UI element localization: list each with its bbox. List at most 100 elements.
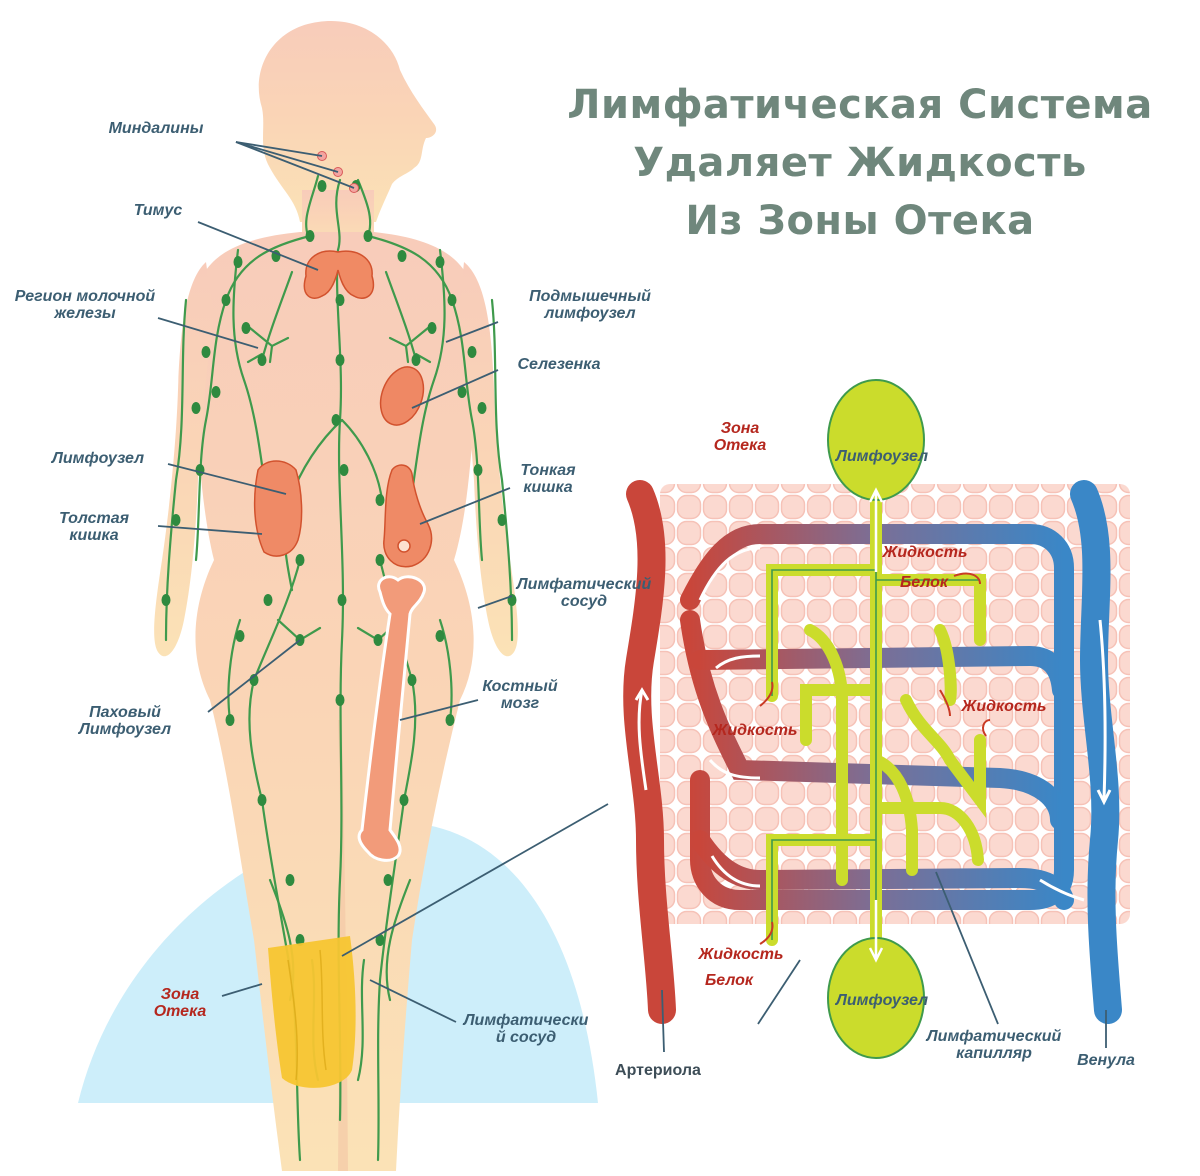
- label-arteriole: Артериола: [615, 1062, 701, 1079]
- fluid-arrows: [759, 572, 991, 945]
- lymph-node-dot: [335, 354, 345, 366]
- label-lymph-vessel: Лимфатический сосуд: [494, 576, 674, 610]
- label-tonsils: Миндалины: [108, 120, 204, 137]
- lymph-node-dot: [407, 674, 417, 686]
- femur-bone: [357, 575, 426, 862]
- spleen-organ: [379, 366, 425, 426]
- label-large-intestine-line2: кишка: [69, 527, 119, 544]
- label-lymph-vessel-line2: сосуд: [560, 593, 608, 610]
- lymph-node-dot: [457, 386, 467, 398]
- label-lymph-capillary: Лимфатический капилляр: [904, 1028, 1084, 1062]
- label-large-intestine-line1: Толстая: [58, 510, 130, 527]
- lymph-node-dot: [225, 714, 235, 726]
- lymph-node-dot: [477, 402, 487, 414]
- label-edema-zone-body: Зона Отека: [140, 986, 220, 1020]
- lymph-node-dot: [383, 874, 393, 886]
- label-lymph-vessel-line1: Лимфатический: [516, 576, 652, 593]
- label-edema-zone-detail-line1: Зона: [720, 420, 760, 437]
- label-edema-zone-detail-line2: Отека: [713, 437, 767, 454]
- label-lymph-capillary-line2: капилляр: [956, 1045, 1032, 1062]
- label-venule: Венула: [1077, 1052, 1135, 1069]
- lymph-node-dot: [241, 322, 251, 334]
- lymph-node-dot: [375, 934, 385, 946]
- lymph-node-dot: [335, 694, 345, 706]
- title-line-3: Из Зоны Отека: [685, 198, 1035, 244]
- label-mammary-line2: железы: [54, 305, 116, 322]
- lymph-node-dot: [473, 464, 483, 476]
- lymph-node-dot: [211, 386, 221, 398]
- lymph-node-dot: [375, 494, 385, 506]
- title-line-1: Лимфатическая Система: [567, 82, 1153, 128]
- lymph-node-dot: [317, 180, 327, 192]
- lymph-node-dot: [337, 594, 347, 606]
- thymus-organ: [303, 250, 375, 299]
- lymph-node-dot: [257, 794, 267, 806]
- label-small-intestine-line1: Тонкая: [520, 462, 576, 479]
- label-spleen: Селезенка: [517, 356, 601, 373]
- label-lymph-node: Лимфоузел: [51, 450, 145, 467]
- label-node-top: Лимфоузел: [835, 448, 929, 465]
- blood-capillaries: [680, 524, 1074, 910]
- lymph-node-dot: [445, 714, 455, 726]
- lymph-node-top: [827, 379, 925, 501]
- lymph-node-dot: [161, 594, 171, 606]
- label-fluid-3: Жидкость: [712, 722, 798, 739]
- lymph-node-dot: [447, 294, 457, 306]
- lymph-node-dot: [411, 354, 421, 366]
- label-lymph-vessel-leg: Лимфатически й сосуд: [446, 1012, 606, 1046]
- label-node-bottom: Лимфоузел: [835, 992, 929, 1009]
- label-axillary-line1: Подмышечный: [529, 288, 651, 305]
- blood-flow-arrows: [698, 546, 1085, 902]
- label-axillary: Подмышечный лимфоузел: [510, 288, 670, 322]
- lymph-node-dot: [375, 554, 385, 566]
- label-axillary-line2: лимфоузел: [544, 305, 636, 322]
- label-inguinal-node: Паховый Лимфоузел: [62, 704, 188, 738]
- lymph-node-dot: [497, 514, 507, 526]
- lymph-node-dot: [201, 346, 211, 358]
- lymph-node-dot: [399, 794, 409, 806]
- lymph-capillary-cores: [771, 500, 980, 940]
- label-bone-marrow-line1: Костный: [482, 678, 558, 695]
- lymph-node-dot: [467, 346, 477, 358]
- label-large-intestine: Толстая кишка: [46, 510, 142, 544]
- title-line-2: Удаляет Жидкость: [633, 140, 1087, 186]
- lymph-node-dot: [435, 256, 445, 268]
- lymph-node-dot: [331, 414, 341, 426]
- lymph-node-dot: [221, 294, 231, 306]
- label-small-intestine: Тонкая кишка: [500, 462, 596, 496]
- label-fluid-1: Жидкость: [882, 544, 968, 561]
- label-fluid-4: Жидкость: [698, 946, 784, 963]
- lymph-node-dot: [263, 594, 273, 606]
- lymph-node-dot: [435, 630, 445, 642]
- venule-vessel: [1070, 480, 1122, 1024]
- lymph-node-dot: [295, 554, 305, 566]
- lymph-node-dot: [191, 402, 201, 414]
- lymph-node-dot: [171, 514, 181, 526]
- label-protein-4: Белок: [704, 972, 754, 989]
- lymph-node-dot: [397, 250, 407, 262]
- label-thymus: Тимус: [133, 202, 183, 219]
- label-bone-marrow: Костный мозг: [466, 678, 574, 712]
- edema-leg-zone: [268, 936, 356, 1088]
- lymph-node-dot: [257, 354, 267, 366]
- lymph-node-dot: [363, 230, 373, 242]
- label-edema-zone-body-line2: Отека: [153, 1003, 207, 1020]
- lymph-nodes-group: [161, 180, 517, 946]
- leader-lines: [157, 141, 801, 1025]
- label-lymph-vessel-leg-line2: й сосуд: [495, 1029, 557, 1046]
- label-bone-marrow-line2: мозг: [500, 695, 540, 712]
- label-mammary: Регион молочной железы: [0, 288, 170, 322]
- label-inguinal-node-line2: Лимфоузел: [78, 721, 172, 738]
- label-lymph-vessel-leg-line1: Лимфатически: [463, 1012, 589, 1029]
- lymph-node-dot: [335, 294, 345, 306]
- organs: [253, 250, 433, 568]
- label-protein-1: Белок: [899, 574, 949, 591]
- label-edema-zone-detail: Зона Отека: [698, 420, 782, 454]
- lymph-node-dot: [285, 874, 295, 886]
- lymph-node-dot: [305, 230, 315, 242]
- label-lymph-capillary-line1: Лимфатический: [926, 1028, 1062, 1045]
- label-edema-zone-body-line1: Зона: [160, 986, 200, 1003]
- label-inguinal-node-line1: Паховый: [89, 704, 161, 721]
